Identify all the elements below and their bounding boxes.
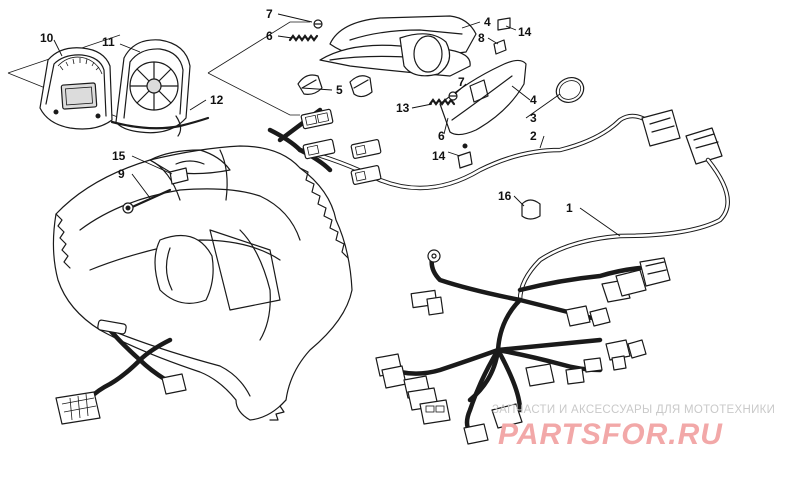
speedometer-gauge [39,47,113,130]
harness-2-connectors [300,108,382,185]
callout-16: 16 [498,189,512,203]
wire-clamp [521,199,541,220]
callout-6-lower: 6 [438,129,445,143]
gauge-housing [115,39,191,137]
lower-left-harness [55,319,187,425]
callout-8: 8 [478,31,485,45]
clip-8 [493,39,507,55]
callout-5: 5 [336,83,343,97]
callout-13: 13 [396,101,410,115]
harness-1-connectors [375,249,671,445]
callout-10: 10 [40,31,54,45]
spring-upper [288,34,319,42]
harness-1 [397,157,730,435]
front-fairing [52,145,353,421]
upper-cowl [319,15,477,77]
callout-9: 9 [118,167,125,181]
callout-4-lower: 4 [530,93,537,107]
callout-1: 1 [566,201,573,215]
side-panel [439,59,527,136]
clip-14-upper [497,17,511,31]
bolt-upper [313,19,323,29]
mounting-clip [169,167,189,185]
callout-15: 15 [112,149,126,163]
leader-lines [53,13,621,237]
callout-14-lower: 14 [432,149,446,163]
callout-11: 11 [102,35,115,49]
mounting-bolt [122,188,172,214]
rubber-boot-b [349,75,373,98]
callout-14-upper: 14 [518,25,532,39]
callout-12: 12 [210,93,224,107]
callout-6-upper: 6 [266,29,273,43]
callout-4-upper: 4 [484,15,491,29]
gauge-wire [110,116,210,130]
callout-3: 3 [530,111,537,125]
clip-14-lower [457,143,473,169]
callout-2: 2 [530,129,537,143]
callout-7-upper: 7 [266,7,273,21]
callout-7-lower: 7 [458,75,465,89]
group-bracket-right [207,21,310,116]
callouts: 10 11 12 7 6 4 14 8 5 7 13 6 14 4 3 2 15… [40,7,573,215]
spring-lower [428,98,456,106]
grommet-ring [555,77,585,103]
rubber-boot-a [297,74,323,95]
harness-2-main-connector [641,109,723,165]
